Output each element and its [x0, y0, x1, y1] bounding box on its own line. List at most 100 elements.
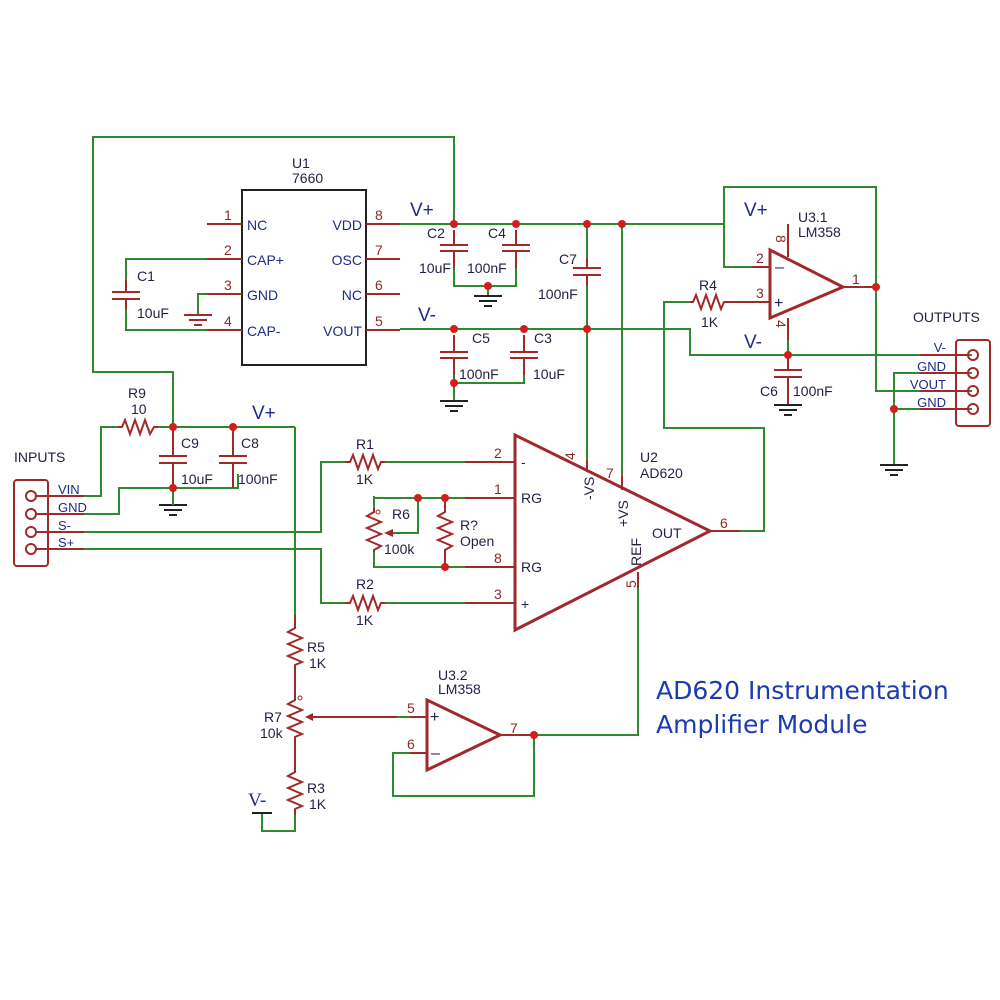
r9-ref: R9 [128, 385, 146, 401]
title-line1: AD620 Instrumentation [656, 676, 949, 705]
r6-value: 100k [384, 541, 415, 557]
input-pin[interactable]: S- [25, 518, 84, 538]
r2-ref: R2 [356, 576, 374, 592]
u1-pin-name: CAP+ [247, 252, 284, 268]
u31-part: LM358 [798, 224, 841, 240]
output-pin[interactable]: GND [917, 359, 979, 379]
resistor-r2: R2 1K [345, 576, 385, 628]
output-pin[interactable]: V- [920, 340, 979, 361]
outputs-label: OUTPUTS [913, 309, 980, 325]
resistors: R9 10 R1 1K R2 1K R4 1K R6 100k R? [118, 277, 752, 815]
input-pin[interactable]: GND [25, 500, 87, 520]
u1-ref: U1 [292, 155, 310, 171]
r7-ref: R7 [264, 709, 282, 725]
output-pin-label: GND [917, 395, 946, 410]
c1-ref: C1 [137, 268, 155, 284]
input-pin[interactable]: VIN [25, 482, 84, 502]
r3-value: 1K [309, 796, 327, 812]
u2-pin-name: RG [521, 559, 542, 575]
u1-pin-num: 3 [224, 277, 232, 293]
resistor-r-open: R? Open [435, 498, 494, 567]
capacitor-c5: C5 100nF [440, 330, 499, 382]
r2-value: 1K [356, 612, 374, 628]
wire-vout-output [875, 287, 972, 392]
u1-pin-num: 4 [224, 313, 232, 329]
wire-c1-top [125, 258, 210, 288]
c2-value: 10uF [419, 260, 451, 276]
c4-value: 100nF [467, 260, 507, 276]
wire-u32-feedback [392, 735, 535, 797]
u2-pin-name: RG [521, 490, 542, 506]
u31-pin-num: 4 [773, 320, 789, 328]
capacitor-c4: C4 100nF [467, 225, 530, 276]
output-pin-label: V- [934, 340, 946, 355]
outputs-header [955, 339, 991, 427]
input-pin[interactable]: S+ [25, 535, 84, 555]
wire-u31-inv [723, 224, 752, 268]
vplus-label: V+ [744, 200, 768, 221]
wire-vplus-loop [92, 136, 455, 427]
output-pin-label: VOUT [910, 377, 946, 392]
u1-part: 7660 [292, 170, 323, 186]
r5-value: 1K [309, 655, 327, 671]
u1-body [241, 189, 367, 366]
outputs-connector: OUTPUTS V- GND VOUT GND [910, 309, 991, 427]
input-pin-label: GND [58, 500, 87, 515]
output-pin[interactable]: VOUT [910, 377, 979, 397]
wire-vminus-r3 [261, 813, 296, 832]
junction-dot [618, 220, 626, 228]
ground-icon [184, 314, 212, 326]
inputs-header [13, 479, 49, 567]
u32-pin-num: 6 [407, 736, 415, 752]
junction-dot [530, 731, 538, 739]
rq-value: Open [460, 533, 494, 549]
u32-pin-num: 7 [510, 720, 518, 736]
u2-ref: U2 [640, 449, 658, 465]
c6-ref: C6 [760, 383, 778, 399]
junction-dot [890, 405, 898, 413]
c3-ref: C3 [534, 330, 552, 346]
output-pin[interactable]: GND [917, 395, 979, 415]
u32-plus-sign: + [430, 709, 439, 726]
c4-ref: C4 [488, 225, 506, 241]
capacitor-c7: C7 100nF [538, 251, 601, 302]
u32-ref: U3.2 [438, 667, 468, 683]
wire-vminus-rail [400, 328, 972, 356]
r1-ref: R1 [356, 436, 374, 452]
resistor-r3: R3 1K [285, 770, 327, 815]
junction-dot [169, 484, 177, 492]
c8-ref: C8 [241, 435, 259, 451]
wire-r6-wiper [393, 498, 419, 534]
junction-dot [169, 423, 177, 431]
u2-pin-name: +VS [615, 500, 631, 527]
c9-ref: C9 [181, 435, 199, 451]
junction-dot [484, 282, 492, 290]
u31-pin-num: 8 [773, 235, 789, 243]
input-pin-label: S- [58, 518, 71, 533]
vminus-label: V- [418, 305, 436, 326]
inputs-connector: INPUTS VIN GND S- S+ [13, 449, 87, 567]
junction-dot [414, 494, 422, 502]
resistor-r6-potentiometer: R6 100k [364, 506, 415, 557]
junction-dot [784, 351, 792, 359]
junctions [169, 220, 898, 739]
junction-dot [583, 220, 591, 228]
input-pin-label: S+ [58, 535, 74, 550]
r4-ref: R4 [699, 277, 717, 293]
junction-dot [872, 283, 880, 291]
wire-c5-c3-gnd [453, 372, 525, 384]
junction-dot [441, 563, 449, 571]
input-pin-label: VIN [58, 482, 80, 497]
u32-pin-num: 5 [407, 700, 415, 716]
u31-body [768, 247, 847, 321]
u2-pin-name: -VS [581, 477, 597, 500]
u31-pin-num: 2 [756, 250, 764, 266]
u2-part: AD620 [640, 465, 683, 481]
u31-pin-num: 3 [756, 285, 764, 301]
u2-pin-name: REF [628, 538, 644, 566]
wire-u31-feedback-top [723, 186, 877, 287]
wire-rg8 [373, 552, 465, 568]
u1-pin-num: 5 [375, 313, 383, 329]
